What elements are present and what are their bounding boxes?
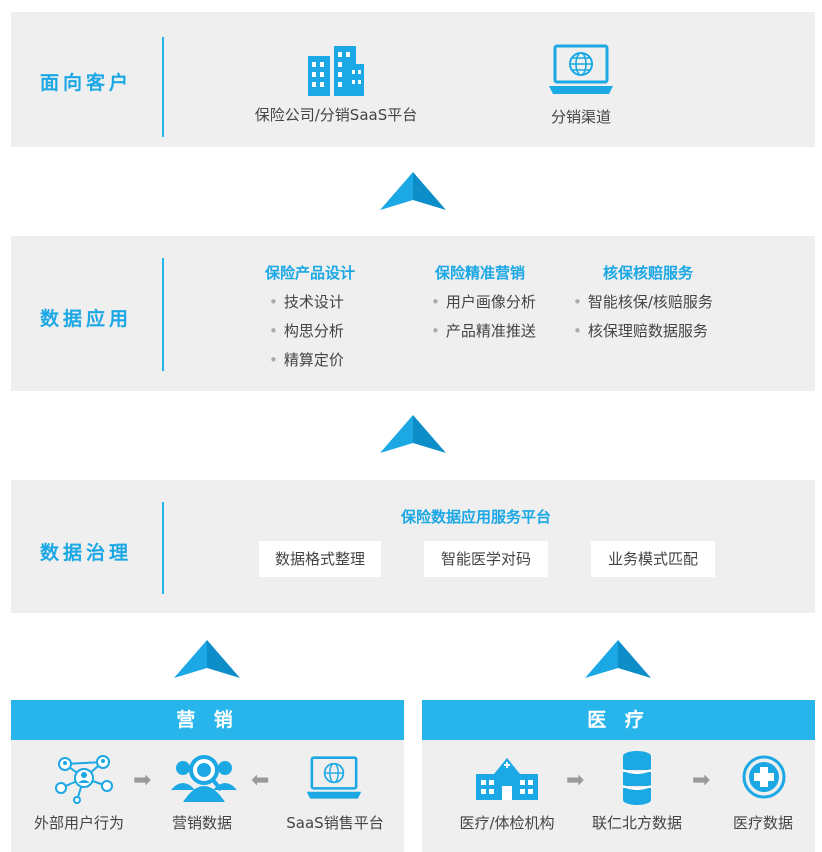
list-item: •核保理赔数据服务	[573, 322, 708, 340]
column-title: 保险精准营销	[435, 264, 526, 282]
user-group-search-icon	[171, 755, 237, 802]
up-arrow-icon	[585, 640, 651, 678]
governance-panel: 数据治理 保险数据应用服务平台 数据格式整理 智能医学对码 业务模式匹配	[11, 480, 815, 613]
platform-title: 保险数据应用服务平台	[401, 508, 552, 526]
arrow-right-icon: ➡	[566, 768, 585, 793]
application-panel: 数据应用 保险产品设计 •技术设计 •构思分析 •精算定价 保险精准营销 •用户…	[11, 236, 815, 391]
source-item: 外部用户行为	[19, 700, 139, 852]
application-title: 数据应用	[39, 308, 132, 330]
customer-item-channel: 分销渠道	[516, 44, 646, 127]
hospital-icon	[476, 758, 538, 800]
customer-title: 面向客户	[39, 72, 132, 94]
laptop-globe-icon	[549, 44, 613, 94]
source-item: 医疗数据	[718, 700, 808, 852]
laptop-globe-icon	[306, 756, 362, 799]
application-column: 保险精准营销 •用户画像分析 •产品精准推送	[431, 262, 536, 341]
arrow-left-icon: ⬅	[251, 768, 270, 793]
marketing-header: 营 销	[11, 700, 404, 740]
governance-title: 数据治理	[39, 542, 132, 564]
list-item: •智能核保/核赔服务	[573, 293, 713, 311]
source-item-label: 医疗数据	[732, 814, 793, 832]
governance-box: 数据格式整理	[259, 541, 381, 577]
governance-divider	[162, 502, 164, 594]
user-network-icon	[55, 755, 113, 804]
governance-box: 业务模式匹配	[591, 541, 715, 577]
application-column: 保险产品设计 •技术设计 •构思分析 •精算定价	[265, 262, 355, 370]
source-item: 医疗/体检机构	[442, 700, 572, 852]
up-arrow-icon	[174, 640, 240, 678]
customer-item-insurer: 保险公司/分销SaaS平台	[226, 42, 446, 125]
column-title: 保险产品设计	[265, 264, 356, 282]
medical-cross-icon	[742, 755, 786, 799]
medical-panel: 医 疗 医疗/体检机构 ➡ 联仁北方数据	[422, 700, 815, 852]
customer-item-label: 分销渠道	[550, 108, 611, 126]
source-item-label: 联仁北方数据	[591, 814, 682, 832]
up-arrow-icon	[380, 415, 446, 453]
customer-panel: 面向客户 保险公司/分销SaaS平台	[11, 12, 815, 147]
customer-divider	[162, 37, 164, 137]
source-item-label: 营销数据	[171, 814, 232, 832]
source-item: SaaS销售平台	[273, 700, 397, 852]
arrow-right-icon: ➡	[692, 768, 711, 793]
list-item: •技术设计	[269, 293, 344, 311]
list-item: •产品精准推送	[431, 322, 536, 340]
list-item: •用户画像分析	[431, 293, 536, 311]
source-item: 营销数据	[147, 700, 257, 852]
office-buildings-icon	[308, 46, 364, 96]
customer-item-label: 保险公司/分销SaaS平台	[254, 106, 418, 124]
application-column: 核保核赔服务 •智能核保/核赔服务 •核保理赔数据服务	[573, 262, 713, 341]
up-arrow-icon	[380, 172, 446, 210]
list-item: •精算定价	[269, 351, 344, 369]
source-item-label: 医疗/体检机构	[459, 814, 555, 832]
source-item-label: SaaS销售平台	[286, 814, 384, 832]
source-item: 联仁北方数据	[578, 700, 696, 852]
arrow-right-icon: ➡	[133, 768, 152, 793]
database-icon	[622, 751, 652, 805]
column-title: 核保核赔服务	[603, 264, 694, 282]
application-divider	[162, 258, 164, 371]
source-item-label: 外部用户行为	[33, 814, 124, 832]
governance-box: 智能医学对码	[424, 541, 548, 577]
list-item: •构思分析	[269, 322, 344, 340]
medical-header: 医 疗	[422, 700, 815, 740]
marketing-panel: 营 销 外部用户行为 ➡	[11, 700, 404, 852]
